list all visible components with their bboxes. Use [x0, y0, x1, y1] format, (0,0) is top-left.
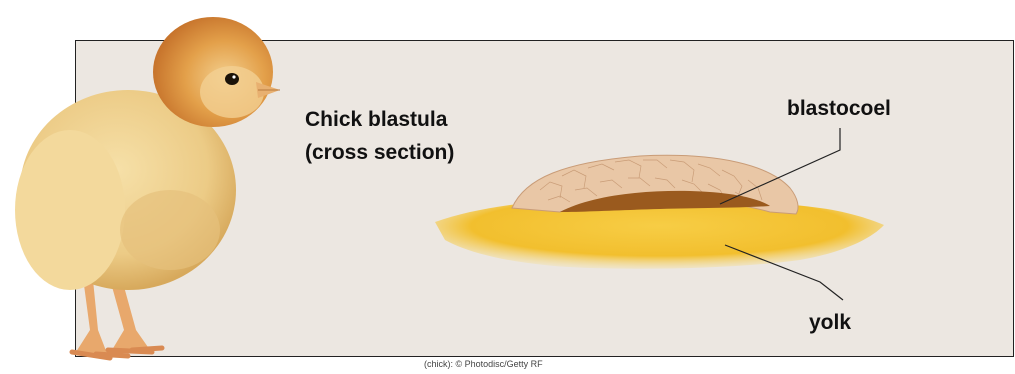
- label-yolk: yolk: [809, 311, 851, 335]
- label-blastocoel: blastocoel: [787, 97, 891, 121]
- diagram-title-line-1: Chick blastula: [305, 108, 447, 132]
- photo-credit: (chick): © Photodisc/Getty RF: [424, 359, 543, 369]
- diagram-title-line-2: (cross section): [305, 141, 454, 165]
- chick-illustration: [15, 17, 280, 358]
